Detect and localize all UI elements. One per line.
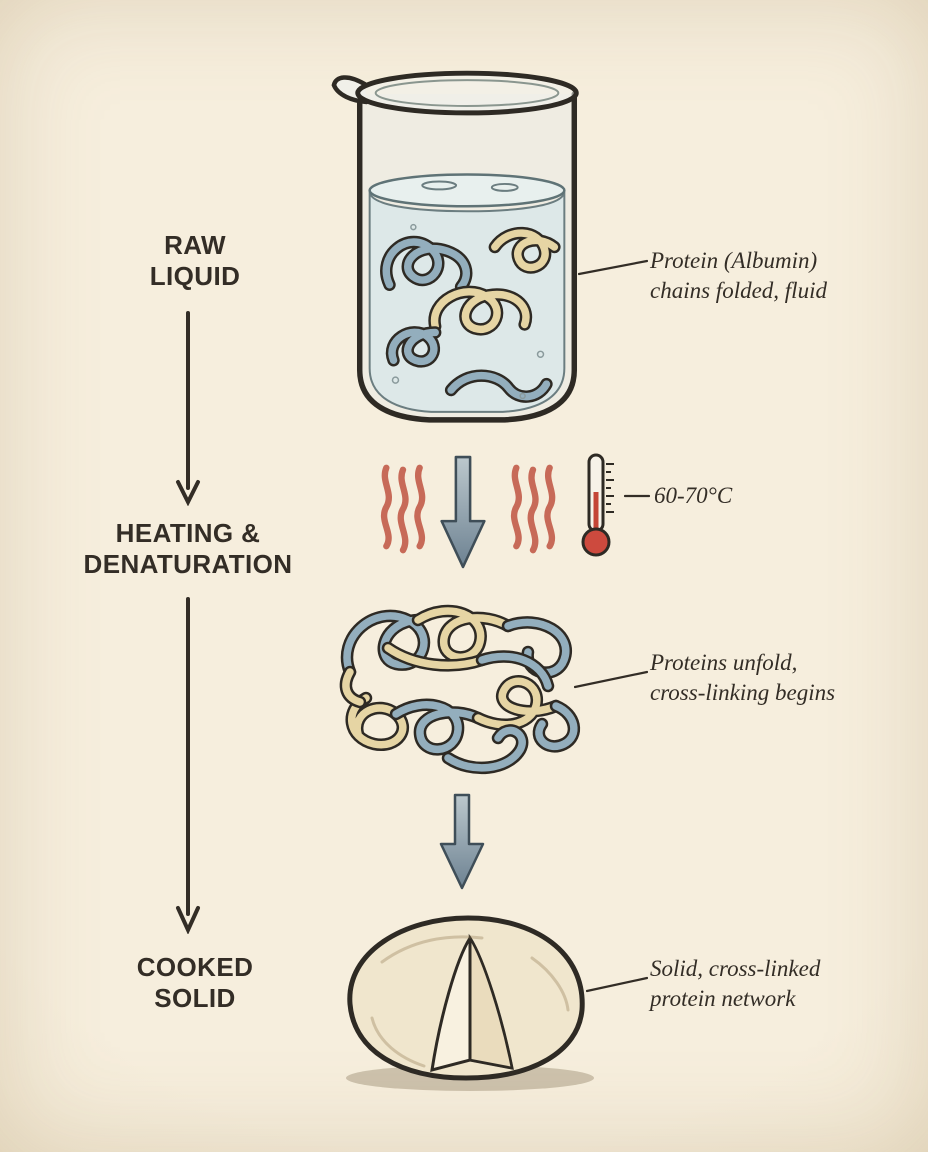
stage-arrow-down-icon bbox=[176, 311, 200, 506]
annotation-solid-network: Solid, cross-linked protein network bbox=[650, 956, 821, 1012]
cooked-solid-illustration bbox=[346, 915, 594, 1091]
stage-label-cooked-solid: COOKED SOLID bbox=[136, 952, 254, 1013]
temperature-leader-line bbox=[624, 494, 650, 498]
heat-waves-icon bbox=[380, 464, 426, 554]
stage-arrow-down-icon bbox=[176, 597, 200, 934]
thermometer-icon bbox=[581, 453, 614, 557]
annotation-leader-line bbox=[574, 670, 648, 689]
heat-waves-icon bbox=[510, 464, 556, 554]
annotation-raw-protein: Protein (Albumin) chains folded, fluid bbox=[650, 248, 827, 304]
protein-tangle-illustration bbox=[339, 604, 581, 775]
temperature-label: 60-70°C bbox=[654, 483, 733, 508]
stage-label-heating-denaturation: HEATING & DENATURATION bbox=[83, 518, 293, 579]
annotation-leader-line bbox=[578, 259, 648, 276]
beaker-illustration bbox=[331, 70, 579, 423]
down-arrow-icon bbox=[439, 793, 485, 890]
annotation-unfolding-protein: Proteins unfold, cross-linking begins bbox=[650, 650, 836, 706]
annotation-leader-line bbox=[586, 976, 648, 993]
down-arrow-icon bbox=[440, 455, 486, 569]
stage-label-raw-liquid: RAW LIQUID bbox=[149, 230, 241, 291]
